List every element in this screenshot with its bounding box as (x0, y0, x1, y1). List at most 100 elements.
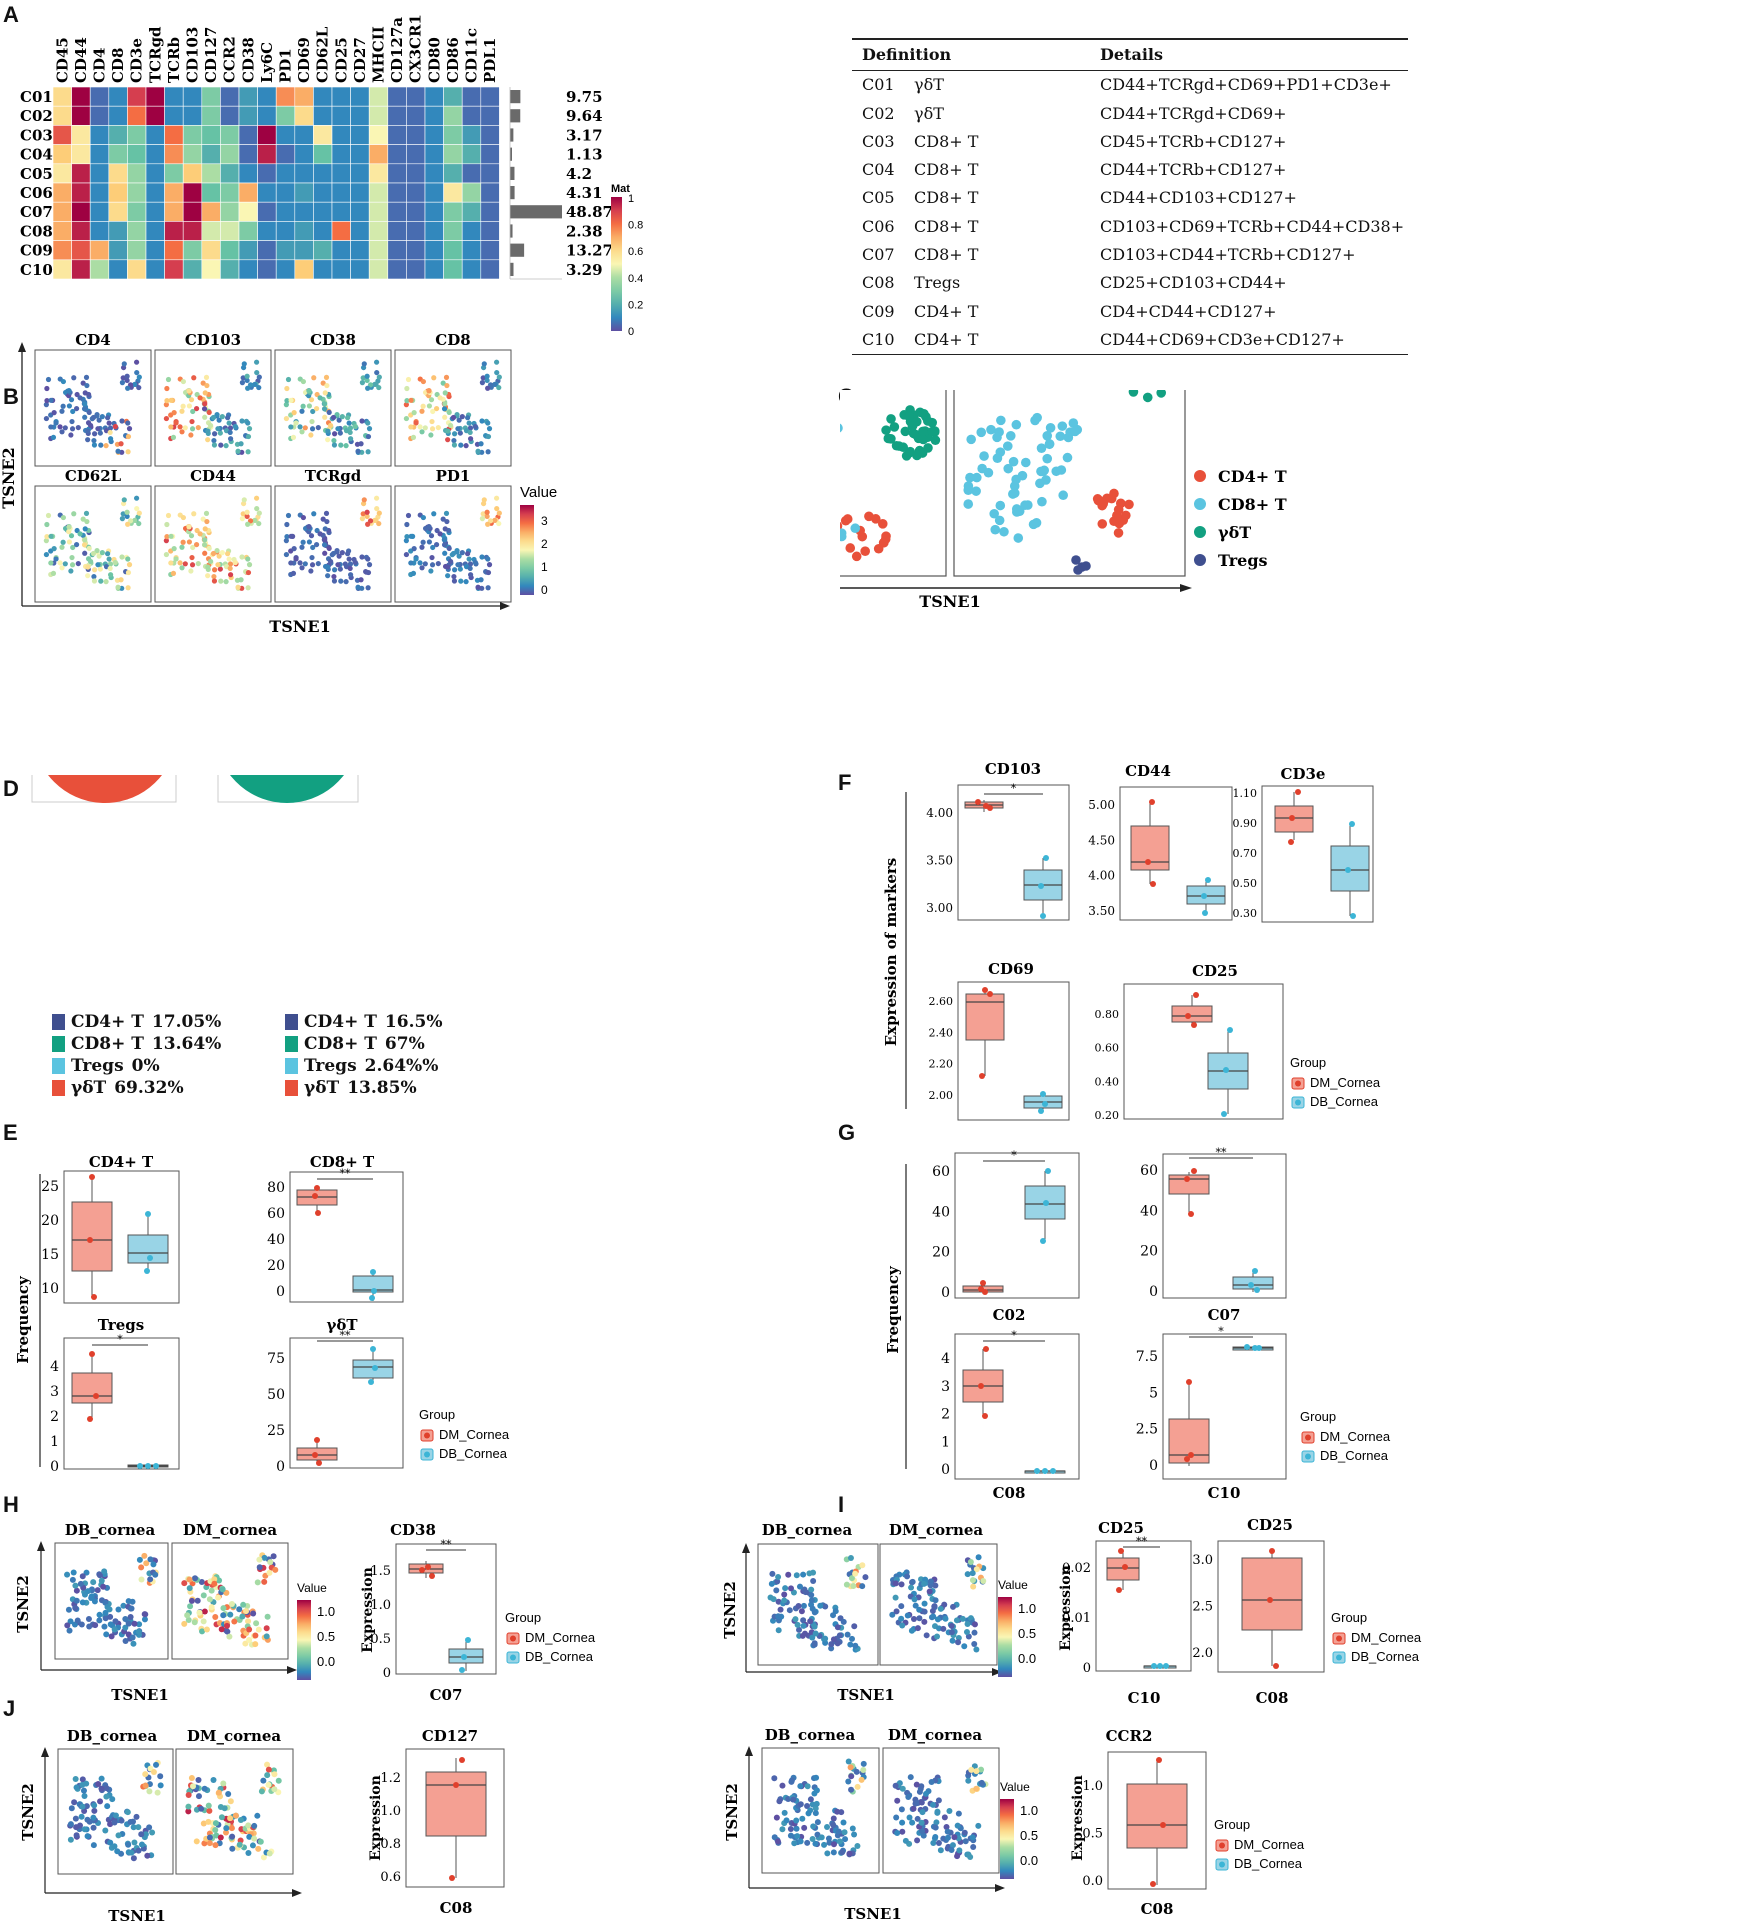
plot-title: CD69 (988, 960, 1034, 978)
tsne-point (208, 422, 214, 429)
tsne-point (894, 1797, 901, 1804)
tsne-point (138, 1564, 145, 1571)
axis-tick-label: 0.50 (1233, 877, 1258, 890)
tsne-point (899, 1828, 906, 1835)
tsne-point (185, 1803, 192, 1810)
heatmap-legend-tick: 0.6 (628, 246, 643, 258)
tsne-point (210, 414, 217, 421)
table-cell-cluster: C04 (862, 160, 895, 180)
abundance-bar (510, 90, 521, 104)
box-point (1205, 877, 1211, 883)
box-point (1185, 1013, 1191, 1019)
axis-tick-label: 2.00 (929, 1089, 954, 1102)
tsne-point (458, 442, 464, 448)
tsne-point (90, 1824, 97, 1831)
tsne-point (86, 1818, 93, 1825)
tsne-point (941, 1814, 948, 1821)
tsne-point (73, 1597, 80, 1604)
tsne-point (928, 1778, 935, 1785)
heatmap-marker-label: CCR2 (221, 36, 239, 83)
tsne-point (229, 1833, 236, 1840)
group-legend-label: DB_Cornea (1351, 1649, 1420, 1664)
color-legend-tick: 0.5 (317, 1629, 335, 1644)
group-legend-title: Group (505, 1610, 541, 1625)
tsne-point (904, 1573, 911, 1580)
axis-tick-label: 3.0 (1192, 1553, 1213, 1568)
tsne-point (374, 369, 380, 376)
box-point (978, 1383, 984, 1389)
tsne-point (194, 1597, 201, 1604)
tsne-point (961, 1829, 968, 1836)
box-point (987, 805, 993, 811)
tsne-point (919, 1809, 926, 1816)
tsne-point (892, 1594, 899, 1601)
tsne-point (948, 1629, 955, 1636)
tsne-point (263, 1633, 270, 1640)
f-y-label: Expression of markers (882, 858, 900, 1047)
box-point (1201, 893, 1207, 899)
color-legend-title: Value (297, 1581, 327, 1595)
box-point (987, 991, 993, 997)
table-cell-celltype: CD8+ T (914, 131, 979, 151)
group-legend-label: DM_Cornea (525, 1630, 596, 1645)
g-y-label: Frequency (884, 1265, 902, 1354)
tsne-point (100, 1583, 107, 1590)
tsne-point (107, 425, 114, 431)
tsne-point (59, 408, 65, 414)
box-point (461, 1654, 467, 1660)
tsne-point (206, 1834, 213, 1841)
tsne-point (326, 409, 332, 416)
tsne-point (241, 361, 247, 367)
tsne-point (201, 1608, 208, 1615)
tsne-point (92, 1622, 99, 1629)
tsne-point (830, 1849, 837, 1856)
tsne-point (125, 1841, 132, 1848)
tsne-point (413, 420, 419, 426)
box-point (153, 1463, 159, 1469)
plot-title: C10 (1208, 1484, 1241, 1502)
tsne-point (127, 382, 134, 388)
tsne-point (964, 1620, 971, 1627)
box-point (1151, 1663, 1157, 1669)
tsne-point (905, 1793, 912, 1800)
tsne-point (179, 429, 185, 435)
e-y-label: Frequency (14, 1275, 32, 1364)
y-axis-label: TSNE2 (721, 1581, 739, 1639)
tsne-point (186, 1585, 193, 1592)
tsne-point (226, 420, 232, 426)
tsne-point (431, 375, 437, 381)
tsne-point (404, 385, 410, 392)
abundance-label: 1.13 (566, 146, 603, 164)
tsne-point (130, 1855, 137, 1862)
axis-tick-label: 0 (1149, 1284, 1158, 1300)
tsne-point (343, 443, 349, 449)
color-legend-tick: 1.0 (1018, 1601, 1036, 1616)
tsne-point (834, 1808, 841, 1815)
tsne-point (198, 1805, 205, 1812)
tsne-point (835, 1828, 842, 1835)
tsne-point (335, 426, 341, 432)
axis-tick-label: 20 (932, 1245, 950, 1261)
tsne-point (317, 395, 323, 401)
axis-tick-label: 0.70 (1233, 847, 1258, 860)
tsne-point (85, 437, 91, 443)
tsne-point (408, 424, 414, 430)
box-point (314, 1185, 320, 1191)
tsne-point (836, 1632, 843, 1639)
tsne-point (435, 424, 441, 431)
tsne-point (806, 1570, 813, 1577)
tsne-point (969, 1577, 976, 1584)
axis-tick-label: 3 (941, 1379, 950, 1395)
box-point (1269, 1548, 1275, 1554)
tsne-point (88, 1595, 95, 1602)
tsne-point (154, 1789, 161, 1796)
tsne-point (204, 382, 210, 389)
tsne-point (331, 437, 337, 444)
box-point (1244, 1344, 1250, 1350)
heatmap-cluster-label: C05 (20, 165, 53, 183)
tsne-point (138, 1841, 145, 1848)
tsne-point (781, 1591, 788, 1598)
sig-label: * (1011, 1149, 1017, 1162)
